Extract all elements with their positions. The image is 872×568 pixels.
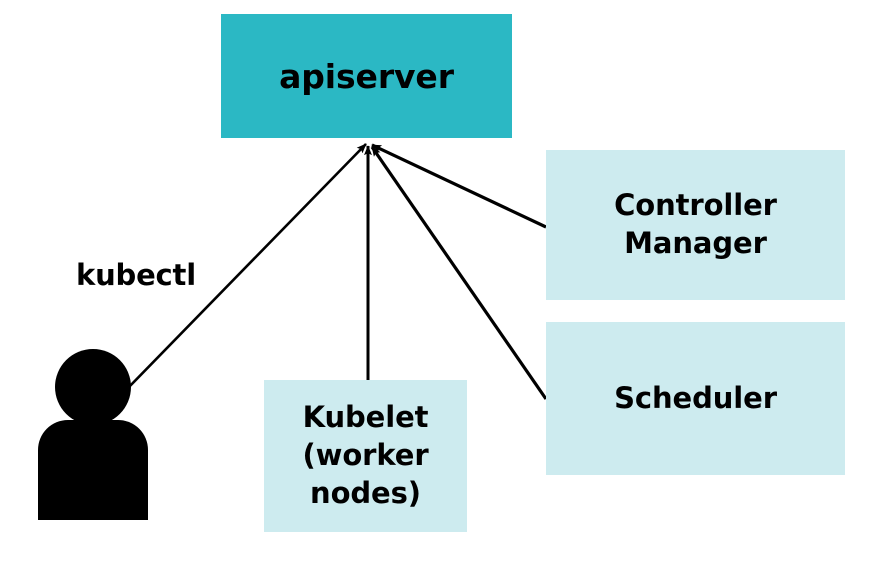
node-kubelet[interactable]: Kubelet (worker nodes) <box>264 380 467 532</box>
edge-label-kubectl: kubectl <box>76 258 196 292</box>
node-kubelet-label: Kubelet (worker nodes) <box>302 400 429 510</box>
edge-controller-manager-to-apiserver <box>371 143 547 229</box>
edge-label-kubectl-text: kubectl <box>76 258 196 292</box>
node-scheduler-label: Scheduler <box>614 380 777 415</box>
person-head-icon <box>55 349 131 425</box>
person-icon[interactable] <box>34 345 154 525</box>
node-apiserver[interactable]: apiserver <box>221 14 512 138</box>
person-body-icon <box>38 420 148 520</box>
node-scheduler[interactable]: Scheduler <box>546 322 845 475</box>
edge-user-to-apiserver <box>127 143 367 389</box>
node-controller-manager[interactable]: Controller Manager <box>546 150 845 300</box>
node-controller-manager-label: Controller Manager <box>614 188 777 260</box>
edge-scheduler-to-apiserver <box>370 146 548 400</box>
node-apiserver-label: apiserver <box>279 57 454 96</box>
